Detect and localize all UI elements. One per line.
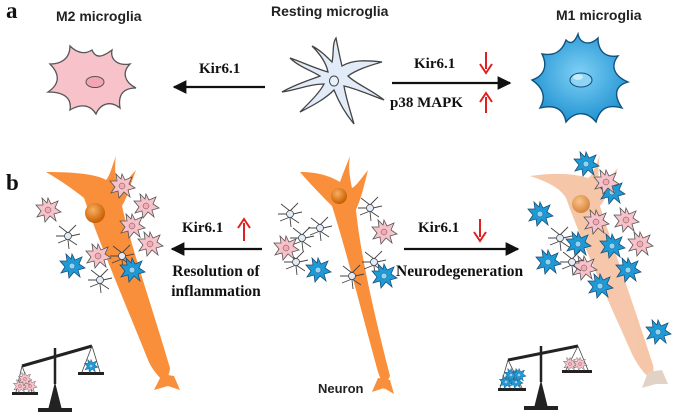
resting-microglia-cell bbox=[281, 36, 385, 125]
resolution-line2: inflammation bbox=[171, 283, 261, 300]
m1-microglia-cell bbox=[530, 31, 631, 124]
neuron-center bbox=[300, 156, 394, 394]
kir61-left-label: Kir6.1 bbox=[199, 61, 241, 77]
panel-a-label: a bbox=[6, 0, 18, 23]
resting-microglia-title: Resting microglia bbox=[271, 3, 389, 19]
balance-scale-left-icon bbox=[12, 344, 104, 412]
neurodegeneration-label: Neurodegeneration bbox=[396, 263, 524, 280]
resolution-of-inflammation-label: Resolution of inflammation bbox=[160, 262, 272, 302]
m2-microglia-title: M2 microglia bbox=[56, 8, 142, 24]
resolution-line1: Resolution of bbox=[172, 263, 260, 280]
kir61-panel-b-left-label: Kir6.1 bbox=[182, 220, 224, 236]
kir61-panel-b-right-label: Kir6.1 bbox=[418, 220, 460, 236]
m1-microglia-title: M1 microglia bbox=[556, 7, 642, 23]
p38-mapk-label: p38 MAPK bbox=[390, 95, 463, 111]
neuron-left bbox=[46, 156, 180, 390]
m2-microglia-cell bbox=[45, 44, 137, 116]
kir61-down-arrow-icon bbox=[479, 52, 493, 75]
panel-b-label: b bbox=[6, 170, 19, 195]
balance-scale-right-icon bbox=[498, 344, 592, 410]
neuron-right-degenerating bbox=[530, 154, 668, 388]
neuron-label: Neuron bbox=[318, 381, 364, 396]
p38-up-arrow-icon bbox=[479, 91, 493, 113]
kir61-right-label: Kir6.1 bbox=[414, 56, 456, 72]
kir61-up-arrow-icon bbox=[237, 217, 251, 241]
kir61-down-arrow-b-icon bbox=[473, 219, 487, 243]
